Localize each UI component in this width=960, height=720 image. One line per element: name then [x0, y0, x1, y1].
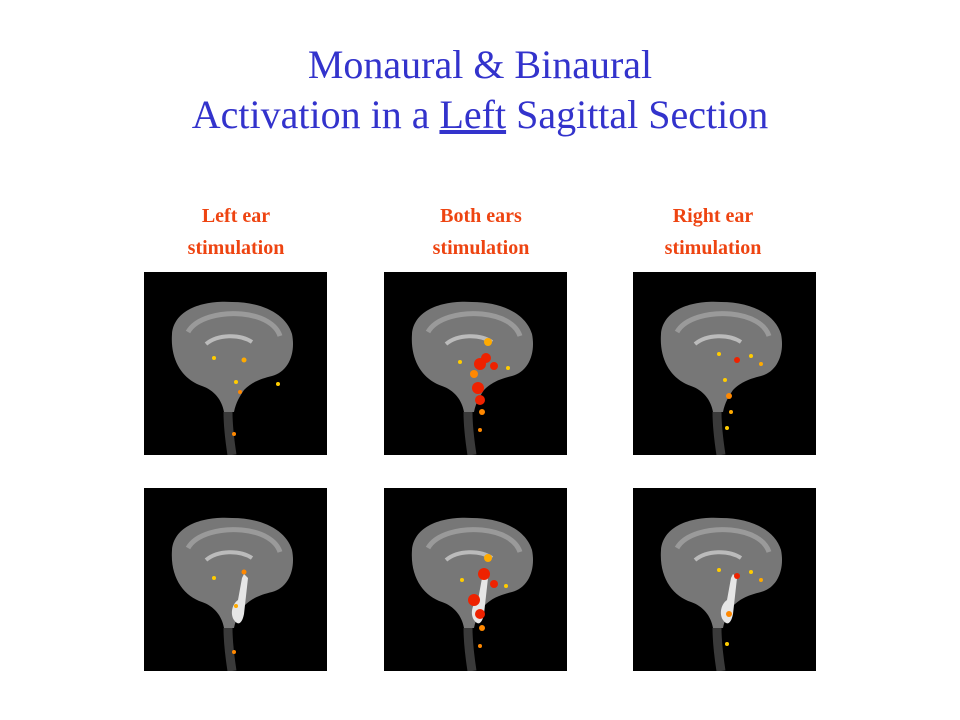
- brain-sagittal-image: [171, 517, 294, 671]
- title-line-2-post: Sagittal Section: [506, 92, 769, 137]
- scan-right-ear-top: [633, 272, 816, 455]
- title-line-2: Activation in a Left Sagittal Section: [0, 90, 960, 140]
- label-left-ear: Left ear stimulation: [136, 200, 336, 264]
- label-left-ear-line1: Left ear: [201, 205, 271, 227]
- scan-both-ears-bottom: [384, 488, 567, 671]
- label-both-ears: Both ears stimulation: [381, 200, 581, 264]
- brain-sagittal-image: [660, 517, 783, 671]
- label-right-ear-line2: stimulation: [664, 237, 762, 259]
- label-right-ear-line1: Right ear: [672, 205, 754, 227]
- title-emphasis-left: Left: [439, 92, 507, 137]
- label-both-ears-line2: stimulation: [432, 237, 530, 259]
- brain-sagittal-image: [171, 301, 294, 455]
- label-both-ears-line1: Both ears: [440, 205, 522, 227]
- scan-both-ears-top: [384, 272, 567, 455]
- label-right-ear: Right ear stimulation: [613, 200, 813, 264]
- scan-left-ear-bottom: [144, 488, 327, 671]
- scan-left-ear-top: [144, 272, 327, 455]
- brain-sagittal-image: [660, 301, 783, 455]
- brain-sagittal-image: [411, 517, 534, 671]
- title-line-1: Monaural & Binaural: [307, 42, 653, 87]
- brain-sagittal-image: [411, 301, 534, 455]
- scan-right-ear-bottom: [633, 488, 816, 671]
- title-line-2-pre: Activation in a: [191, 92, 440, 137]
- slide-title: Monaural & Binaural Activation in a Left…: [0, 40, 960, 140]
- label-left-ear-line2: stimulation: [187, 237, 285, 259]
